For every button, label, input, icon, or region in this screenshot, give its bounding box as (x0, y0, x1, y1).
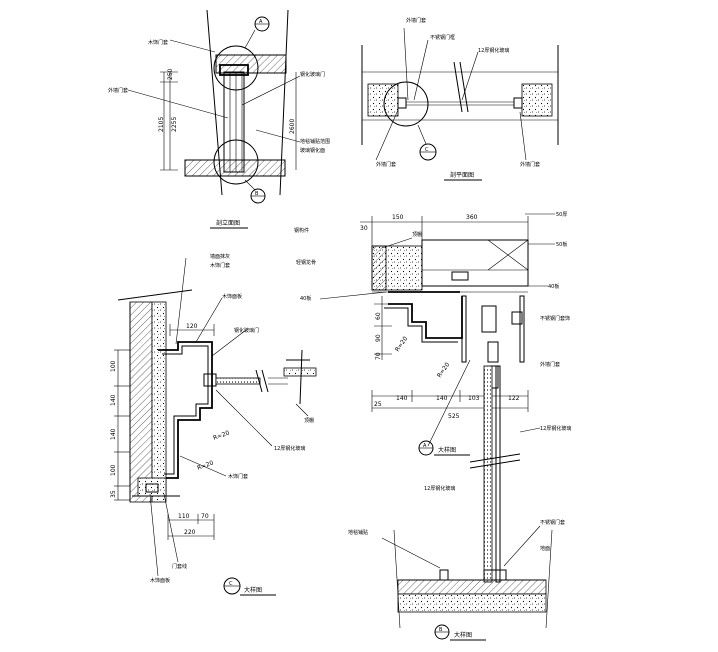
elevation-marker-a: A (259, 19, 263, 25)
detail-c-dim-left-3: 140 (110, 428, 117, 440)
detail-a-note-3: 40板 (548, 283, 559, 290)
detail-a-dim-total: 525 (448, 413, 460, 420)
detail-b-note-4: 地面 (540, 545, 550, 552)
detail-c-note-7: 12厚钢化玻璃 (274, 445, 305, 452)
detail-a-note-1: 50厚 (556, 212, 567, 218)
detail-a-dim-bottom-3: 140 (436, 395, 448, 402)
plan-section-view: C 外墙门套 不锈钢门框 12厚钢化玻璃 外墙门套 外墙门套 剖平面图 (361, 17, 559, 181)
elevation-note-4: 地毯铺贴范围 (300, 138, 330, 145)
detail-b-note-3: 12厚钢化玻璃 (424, 485, 455, 492)
detail-c-marker: C (229, 581, 233, 587)
detail-c-note-1: 墙面抹灰 (210, 253, 230, 260)
elevation-dim-2: 2105 (158, 117, 165, 132)
detail-ab-view: 30 150 360 60 90 70 (294, 212, 571, 641)
detail-a-dim-left-2: 90 (375, 334, 382, 342)
detail-a-dim-bottom-1: 25 (374, 401, 382, 408)
detail-c-note-3: 木饰面板 (222, 293, 242, 300)
detail-a-note-5: 不锈钢门套饰 (540, 315, 570, 322)
plan-note-3: 12厚钢化玻璃 (478, 47, 509, 54)
plan-title: 剖平面图 (450, 171, 474, 179)
detail-a-note-4: 40板 (300, 295, 311, 302)
elevation-title: 剖立面图 (216, 219, 240, 227)
detail-c-view: 120 100 140 140 100 35 (110, 253, 317, 596)
elevation-dim-3: 2255 (171, 117, 178, 132)
elevation-dim-1: 250 (167, 68, 174, 80)
detail-c-note-9: 木饰门套 (228, 473, 248, 480)
elevation-note-3: 钢化玻璃门 (300, 71, 325, 78)
detail-b-marker: B (439, 627, 443, 633)
detail-c-dim-top: 120 (186, 323, 198, 330)
detail-a-marker: A (423, 443, 427, 449)
detail-a-note-6: 外墙门套 (540, 361, 560, 368)
elevation-marker-b: B (255, 191, 259, 197)
detail-c-dim-bottom-2: 70 (201, 513, 209, 520)
detail-c-dim-left-4: 100 (110, 464, 117, 476)
detail-a-note-8: R=20 (394, 335, 409, 353)
detail-a-dim-top-2: 150 (392, 214, 404, 221)
plan-note-4: 外墙门套 (376, 161, 396, 168)
detail-c-dim-bottom-3: 220 (184, 529, 196, 536)
elevation-note-5: 玻璃钢化面 (300, 147, 325, 154)
detail-c-note-11: 木饰面板 (150, 577, 170, 584)
detail-b-note-2: 不锈钢门套 (540, 519, 565, 526)
detail-c-dim-left-5: 35 (110, 490, 117, 498)
detail-c-dim-left-1: 100 (110, 360, 117, 372)
detail-a-dim-bottom-2: 140 (396, 395, 408, 402)
detail-a-note-12: 轻钢龙骨 (296, 259, 316, 266)
detail-a-dim-top-3: 360 (466, 214, 478, 221)
detail-a-note-11: 钢构件 (294, 227, 309, 234)
plan-note-1: 外墙门套 (406, 17, 426, 24)
detail-c-dim-left-2: 140 (110, 394, 117, 406)
detail-c-note-4: 钢化玻璃门 (234, 327, 259, 334)
detail-a-dim-top-1: 30 (360, 225, 368, 232)
detail-a-dim-left-3: 70 (375, 352, 382, 360)
detail-a-note-7: 12厚钢化玻璃 (540, 425, 571, 432)
detail-a-note-9: R=20 (436, 361, 451, 379)
detail-c-note-10: 门套线 (172, 563, 187, 570)
elevation-note-1: 木饰门套 (148, 39, 168, 46)
detail-a-note-2: 50板 (556, 241, 567, 248)
detail-a-dim-left-1: 60 (375, 312, 382, 320)
detail-c-note-2: 木饰门套 (210, 262, 230, 269)
detail-a-dim-bottom-4: 103 (468, 395, 480, 402)
elevation-note-2: 外墙门套 (108, 87, 128, 94)
detail-a-note-10: 顶棚 (412, 231, 422, 238)
detail-b-note-1: 地毯铺贴 (348, 529, 368, 536)
detail-c-dim-bottom-1: 110 (178, 513, 190, 520)
detail-c-note-5: R=20 (212, 429, 230, 441)
plan-note-2: 不锈钢门框 (430, 34, 455, 41)
elevation-section-view: A B 250 2105 2255 2600 木饰门套 外墙门套 钢化玻璃门 地… (108, 9, 330, 229)
detail-b-title: 大样图 (454, 631, 472, 639)
elevation-dim-4: 2600 (289, 119, 296, 134)
detail-a-dim-bottom-5: 122 (508, 395, 520, 402)
plan-note-5: 外墙门套 (520, 161, 540, 168)
detail-c-note-8: 顶棚 (304, 417, 314, 424)
detail-a-title: 大样图 (438, 446, 456, 454)
plan-marker-c: C (425, 147, 429, 153)
detail-c-title: 大样图 (244, 586, 262, 594)
